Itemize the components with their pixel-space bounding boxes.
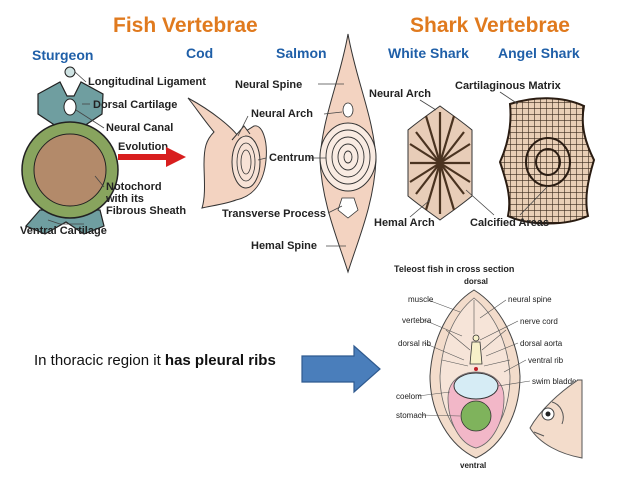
label-notochord-2: with its <box>105 193 144 205</box>
label-calcified-areas: Calcified Areas <box>470 217 549 229</box>
label-ventral-cartilage: Ventral Cartilage <box>20 225 107 237</box>
species-white-shark: White Shark <box>388 45 469 61</box>
cs-label-neural-spine: neural spine <box>508 295 552 304</box>
cross-section-dorsal: dorsal <box>464 277 488 286</box>
label-neural-arch-shark: Neural Arch <box>369 88 431 100</box>
cs-label-dorsal-aorta: dorsal aorta <box>520 339 563 348</box>
label-dorsal-cartilage: Dorsal Cartilage <box>93 99 177 111</box>
label-cartilaginous-matrix: Cartilaginous Matrix <box>455 80 562 92</box>
cod-vertebra <box>187 97 267 209</box>
teleost-cross-section: Teleost fish in cross section dorsal ven… <box>394 264 583 470</box>
shark-vertebrae-title: Shark Vertebrae <box>410 14 570 37</box>
fish-vertebrae-title: Fish Vertebrae <box>113 14 258 37</box>
cross-section-title: Teleost fish in cross section <box>394 264 514 274</box>
cs-label-dorsal-rib: dorsal rib <box>398 339 431 348</box>
label-neural-canal: Neural Canal <box>106 122 173 134</box>
label-notochord-1: Notochord <box>106 181 162 193</box>
shark-leader-lines <box>409 91 549 218</box>
cs-label-ventral-rib: ventral rib <box>528 356 564 365</box>
fish-leader-lines <box>237 83 346 247</box>
label-longitudinal-ligament: Longitudinal Ligament <box>88 76 206 88</box>
label-evolution: Evolution <box>118 141 168 153</box>
label-hemal-spine: Hemal Spine <box>251 240 317 252</box>
cs-label-muscle: muscle <box>408 295 434 304</box>
sturgeon-vertebra <box>21 66 119 235</box>
label-notochord-3: Fibrous Sheath <box>106 205 186 217</box>
cs-label-vertebra: vertebra <box>402 316 432 325</box>
label-neural-arch-fish: Neural Arch <box>251 108 313 120</box>
white-shark-vertebra <box>407 105 473 221</box>
species-salmon: Salmon <box>276 45 327 61</box>
cs-label-coelom: coelom <box>396 392 422 401</box>
angel-shark-vertebra <box>498 97 596 225</box>
caption-text: In thoracic region it has pleural ribs <box>34 350 284 371</box>
cs-label-swim-bladder: swim bladder <box>532 377 579 386</box>
cs-label-nerve-cord: nerve cord <box>520 317 558 326</box>
label-transverse-process: Transverse Process <box>222 208 326 220</box>
species-cod: Cod <box>186 45 213 61</box>
caption-bold: has pleural ribs <box>164 352 276 369</box>
cross-section-ventral: ventral <box>460 461 486 470</box>
fish-head-illustration <box>529 379 583 459</box>
species-sturgeon: Sturgeon <box>32 47 93 63</box>
label-neural-spine: Neural Spine <box>235 79 302 91</box>
cs-label-stomach: stomach <box>396 411 426 420</box>
label-centrum: Centrum <box>269 152 314 164</box>
evolution-arrow: Evolution <box>118 141 186 167</box>
blue-arrow <box>301 344 381 394</box>
caption-normal: In thoracic region it <box>34 352 165 369</box>
label-hemal-arch: Hemal Arch <box>374 217 435 229</box>
salmon-vertebra <box>319 33 377 274</box>
sturgeon-leader-lines <box>47 71 105 225</box>
species-angel-shark: Angel Shark <box>498 45 580 61</box>
